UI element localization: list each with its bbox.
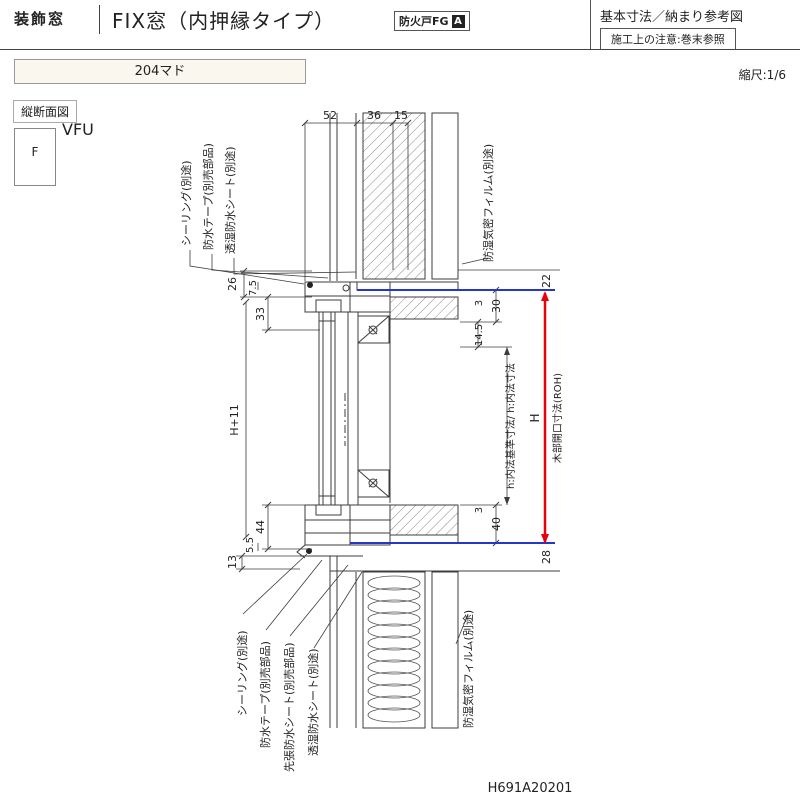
fire-rating-label: 防火戸FG <box>399 15 449 28</box>
dim-14-5: 14.5 <box>474 324 485 346</box>
dim-H: H <box>528 413 542 422</box>
dim-28: 28 <box>540 550 553 564</box>
material-label-breathable-sheet-bottom: 透湿防水シート(別途) <box>306 648 320 756</box>
section-view-label: 縦断面図 <box>13 100 78 123</box>
sealing-dot-top <box>307 282 313 288</box>
material-label-vapor-film-bottom: 防湿気密フィルム(別途) <box>461 610 475 728</box>
dim-44: 44 <box>254 520 267 534</box>
lower-wall-structure <box>300 555 560 729</box>
inner-dimension-label: h:内法基準寸法/ h:内法寸法 <box>504 363 517 489</box>
sealing-dot-bottom <box>306 548 312 554</box>
model-label: VFU <box>62 120 94 139</box>
material-label-breathable-sheet-top: 透湿防水シート(別途) <box>223 146 237 254</box>
head-frame <box>304 281 459 320</box>
category-label: 装飾窓 <box>14 10 66 28</box>
sill-frame <box>296 504 459 559</box>
dim-15: 15 <box>394 109 408 122</box>
material-label-sealing-bottom: シーリング(別途) <box>235 630 249 716</box>
reference-title: 基本寸法／納まり参考図 <box>600 10 744 25</box>
opening-dimension-red <box>541 291 549 544</box>
dim-33: 33 <box>254 307 267 321</box>
fire-rating-mark: A <box>451 14 465 28</box>
header-vertical-divider <box>590 0 591 49</box>
dim-40: 40 <box>490 517 503 531</box>
leader-lines <box>189 250 489 649</box>
material-label-pre-applied-sheet-bottom: 先張防水シート(別売部品) <box>282 642 296 772</box>
scale-label: 縮尺:1/6 <box>738 68 786 82</box>
dim-13: 13 <box>226 555 239 569</box>
drawing-code: H691A20201 <box>488 781 573 796</box>
material-label-sealing-top: シーリング(別途) <box>179 160 193 246</box>
reference-lines-blue <box>350 289 555 544</box>
material-label-waterproof-tape-bottom: 防水テープ(別売部品) <box>258 641 272 748</box>
dimension-lines <box>236 122 560 570</box>
dim-36: 36 <box>367 109 381 122</box>
title-separator <box>99 5 100 34</box>
insulation-coil <box>367 575 421 723</box>
inner-height-arrows <box>504 347 510 505</box>
frame-mark-box: F <box>14 128 56 186</box>
dim-5-5: 5.5 <box>245 537 256 553</box>
dim-26: 26 <box>226 277 239 291</box>
window-size-box: 204マド <box>14 59 306 84</box>
dim-52: 52 <box>323 109 337 122</box>
dim-3-bottom: 3 <box>474 507 485 513</box>
screw-symbol-top <box>368 325 378 335</box>
fire-rating-badge: 防火戸FG A <box>394 11 470 31</box>
page-title: FIX窓（内押縁タイプ） <box>112 9 336 33</box>
inner-bead-frame <box>347 311 391 506</box>
dim-22: 22 <box>540 274 553 288</box>
dim-7-5: 7.5 <box>248 280 259 296</box>
drip-edge <box>296 544 306 559</box>
header-rule <box>0 49 800 50</box>
dim-30: 30 <box>490 299 503 313</box>
dim-3-top: 3 <box>474 300 485 306</box>
upper-wall-structure <box>329 112 459 281</box>
wood-opening-label: 木部開口寸法(ROH) <box>551 373 564 463</box>
material-label-waterproof-tape-top: 防水テープ(別売部品) <box>201 143 215 250</box>
material-label-vapor-film-top: 防湿気密フィルム(別途) <box>481 144 495 262</box>
dim-h-plus-11: H+11 <box>228 404 241 436</box>
glass-unit <box>318 311 346 506</box>
screw-symbol-bottom <box>368 478 378 488</box>
